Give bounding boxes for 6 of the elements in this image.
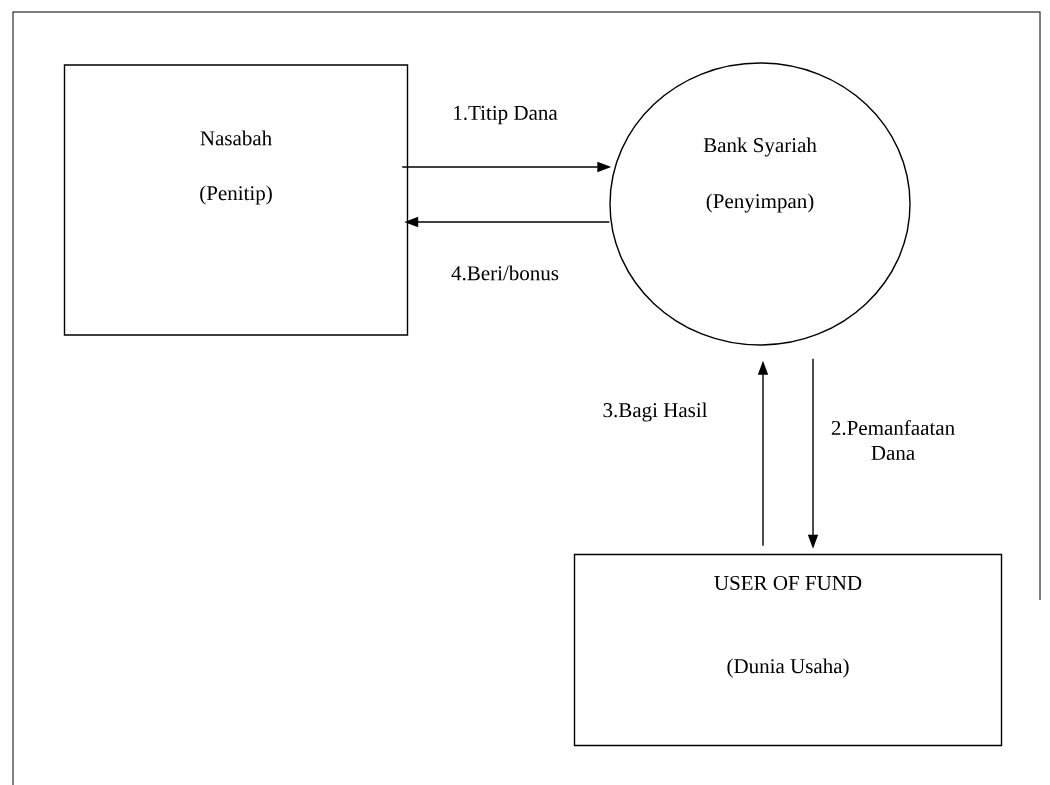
edge-label: 3.Bagi Hasil — [603, 402, 708, 422]
process-box: USER OF FUND (Dunia Usaha) — [573, 553, 1003, 747]
edge-label: 2.Pemanfaatan Dana — [831, 420, 955, 460]
process-box: Nasabah (Penitip) — [63, 64, 409, 336]
edge-label: 4.Beri/bonus — [451, 265, 559, 281]
edge-label: 1.Titip Dana — [454, 105, 558, 125]
